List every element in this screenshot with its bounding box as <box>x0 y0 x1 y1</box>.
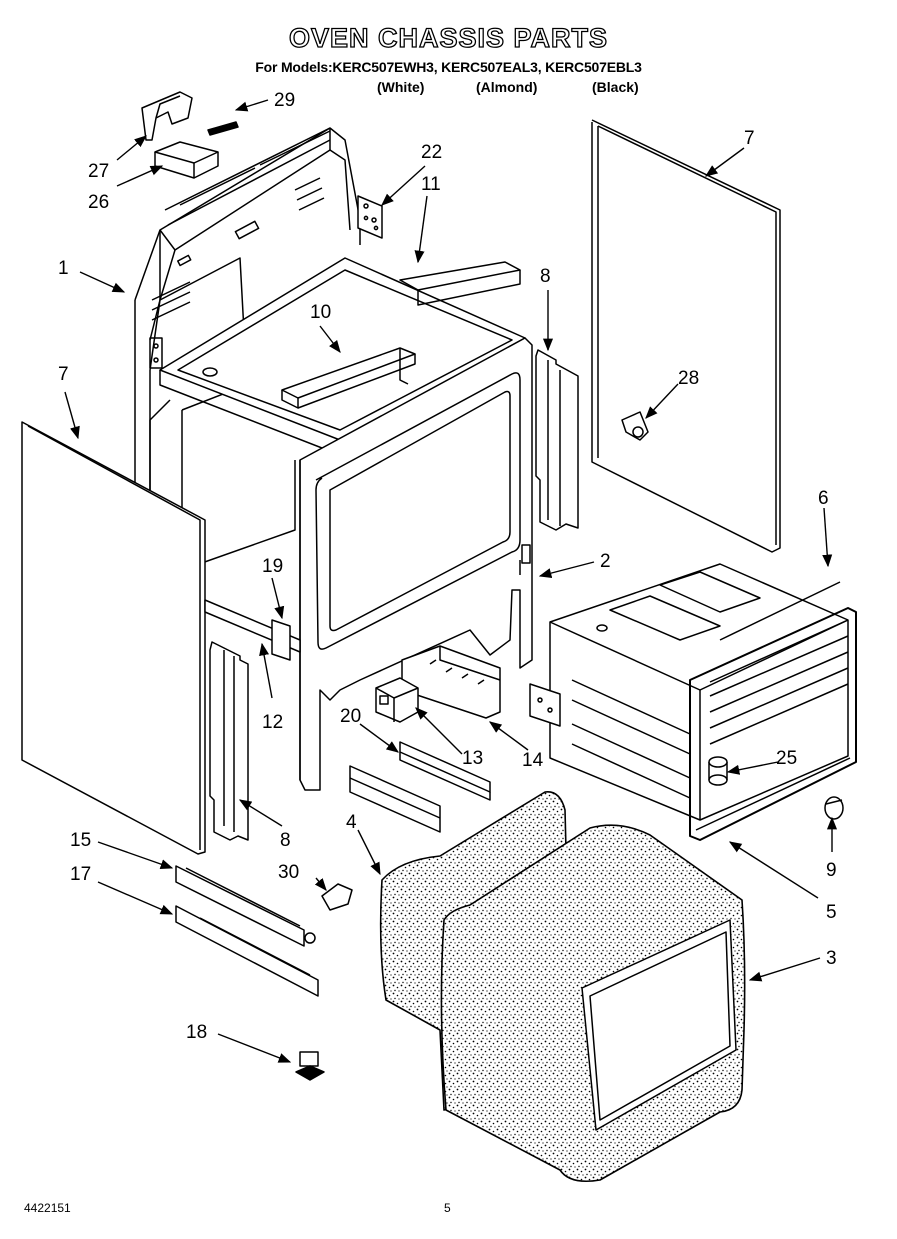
callout-8b: 8 <box>540 266 551 287</box>
callout-7b: 7 <box>744 128 755 149</box>
callout-28: 28 <box>678 368 699 389</box>
part-7-side-panel-left <box>21 421 206 855</box>
callout-15: 15 <box>70 830 91 851</box>
callout-14: 14 <box>522 750 544 771</box>
callout-30: 30 <box>278 862 299 883</box>
part-9-lens <box>824 796 844 820</box>
part-19-12-cross-brace <box>204 599 301 661</box>
part-26-block <box>154 141 219 179</box>
doc-number: 4422151 <box>24 1201 71 1215</box>
callout-20: 20 <box>340 706 361 727</box>
part-13-terminal-block <box>375 677 419 723</box>
part-8-bracket-left <box>209 641 249 841</box>
callout-labels: 29 27 26 22 11 1 10 8 7 28 7 6 2 19 12 2… <box>58 90 837 1043</box>
leader-lines <box>64 99 838 1063</box>
part-29-strip <box>207 121 239 136</box>
callout-18: 18 <box>186 1022 207 1043</box>
callout-29: 29 <box>274 90 295 111</box>
callout-2: 2 <box>600 551 611 572</box>
part-6-oven-cavity <box>529 563 849 821</box>
callout-1: 1 <box>58 258 69 279</box>
callout-27: 27 <box>88 161 109 182</box>
callout-10: 10 <box>310 302 331 323</box>
callout-11: 11 <box>421 174 441 195</box>
part-30-clip <box>321 883 353 911</box>
part-22-hinge <box>357 195 383 239</box>
callout-9: 9 <box>826 860 837 881</box>
callout-3: 3 <box>826 948 837 969</box>
part-7-side-panel-right <box>591 119 781 553</box>
page-number: 5 <box>444 1201 451 1215</box>
part-8-bracket-right <box>535 349 579 531</box>
color-label-almond: (Almond) <box>476 79 538 95</box>
part-20-channel-brackets <box>349 741 491 833</box>
callout-22: 22 <box>421 142 442 163</box>
part-5-oven-rack <box>689 581 857 841</box>
callout-17: 17 <box>70 864 91 885</box>
models-line: For Models:KERC507EWH3, KERC507EAL3, KER… <box>255 59 642 75</box>
callout-25: 25 <box>776 748 797 769</box>
callout-7a: 7 <box>58 364 69 385</box>
part-17-rail <box>175 905 319 997</box>
callout-4: 4 <box>346 812 357 833</box>
callout-26: 26 <box>88 192 109 213</box>
color-label-white: (White) <box>377 79 425 95</box>
callout-19: 19 <box>262 556 283 577</box>
part-10-bracket <box>281 347 416 409</box>
part-27-clip <box>141 91 193 141</box>
part-2-front-frame <box>299 337 533 791</box>
callout-13: 13 <box>462 748 483 769</box>
part-15-rail <box>175 865 316 947</box>
page-title: OVEN CHASSIS PARTS <box>288 22 609 53</box>
color-label-black: (Black) <box>592 79 639 95</box>
callout-8a: 8 <box>280 830 291 851</box>
callout-5: 5 <box>826 902 837 923</box>
part-3-insulation-front <box>440 824 746 1183</box>
part-28-fastener <box>621 411 649 441</box>
part-18-leveling-leg <box>295 1051 325 1081</box>
callout-12: 12 <box>262 712 283 733</box>
callout-6: 6 <box>818 488 829 509</box>
